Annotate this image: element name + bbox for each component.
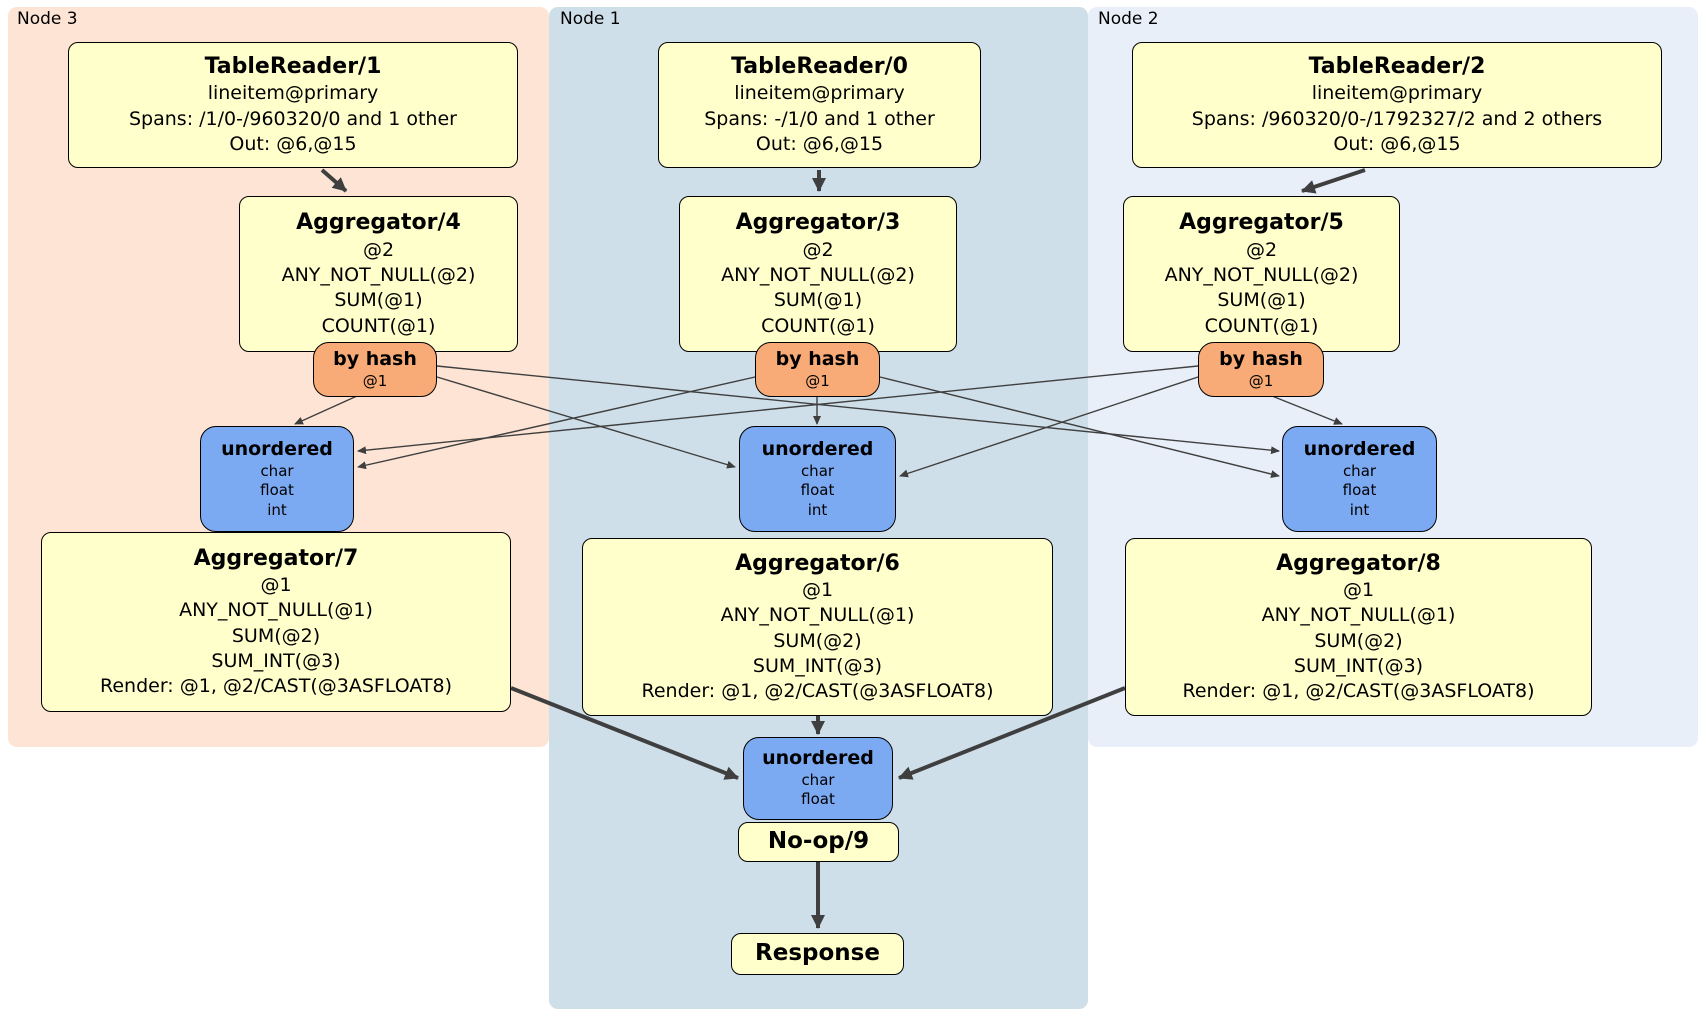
edge-byhash2-unord1 [899,376,1199,478]
processor-aggregator-8: Aggregator/8 @1 ANY_NOT_NULL(@1) SUM(@2)… [1125,538,1592,716]
processor-title: Response [755,940,880,967]
processor-tablereader-1: TableReader/1 lineitem@primary Spans: /1… [68,42,518,168]
edge-byhash2-unord3 [357,365,1199,455]
processor-title: TableReader/0 [731,53,908,79]
processor-aggregator-6: Aggregator/6 @1 ANY_NOT_NULL(@1) SUM(@2)… [582,538,1053,716]
edge-byhash1-unord2 [879,376,1280,478]
sync-unordered-node3: unordered char float int [200,426,354,532]
edge-tr2-agg5 [1301,168,1366,194]
router-by-hash-node3: by hash @1 [313,342,437,397]
edge-byhash3-unord3 [294,395,358,425]
processor-response: Response [731,933,904,975]
sync-unordered-node1: unordered char float int [739,426,896,532]
processor-aggregator-4: Aggregator/4 @2 ANY_NOT_NULL(@2) SUM(@1)… [239,196,518,352]
processor-title: No-op/9 [767,828,870,855]
processor-title: TableReader/2 [1308,53,1486,79]
sync-unordered-node2: unordered char float int [1282,426,1437,532]
edge-agg8-unordered-final [898,686,1126,780]
router-by-hash-node1: by hash @1 [755,342,880,397]
group-label-node-2: Node 2 [1098,9,1159,29]
processor-title: Aggregator/6 [735,550,900,576]
edge-agg7-unordered-final [510,686,739,780]
edge-byhash1-unord3 [357,376,756,470]
edge-byhash3-unord2 [436,365,1280,455]
processor-tablereader-0: TableReader/0 lineitem@primary Spans: -/… [658,42,981,168]
group-label-node-3: Node 3 [17,9,78,29]
processor-aggregator-3: Aggregator/3 @2 ANY_NOT_NULL(@2) SUM(@1)… [679,196,957,352]
edge-byhash2-unord2 [1271,395,1343,425]
processor-noop-9: No-op/9 [738,822,899,862]
processor-title: Aggregator/5 [1179,210,1344,236]
processor-title: TableReader/1 [204,53,382,79]
processor-aggregator-7: Aggregator/7 @1 ANY_NOT_NULL(@1) SUM(@2)… [41,532,511,712]
processor-title: Aggregator/4 [296,210,461,236]
group-label-node-1: Node 1 [560,9,621,29]
edge-tr1-agg4 [320,168,348,193]
sync-unordered-final: unordered char float [743,737,893,820]
processor-title: Aggregator/7 [193,545,359,571]
processor-tablereader-2: TableReader/2 lineitem@primary Spans: /9… [1132,42,1662,168]
processor-title: Aggregator/3 [735,210,901,236]
edge-byhash3-unord1 [436,376,736,469]
processor-aggregator-5: Aggregator/5 @2 ANY_NOT_NULL(@2) SUM(@1)… [1123,196,1400,352]
router-by-hash-node2: by hash @1 [1198,342,1324,397]
processor-title: Aggregator/8 [1276,550,1441,576]
